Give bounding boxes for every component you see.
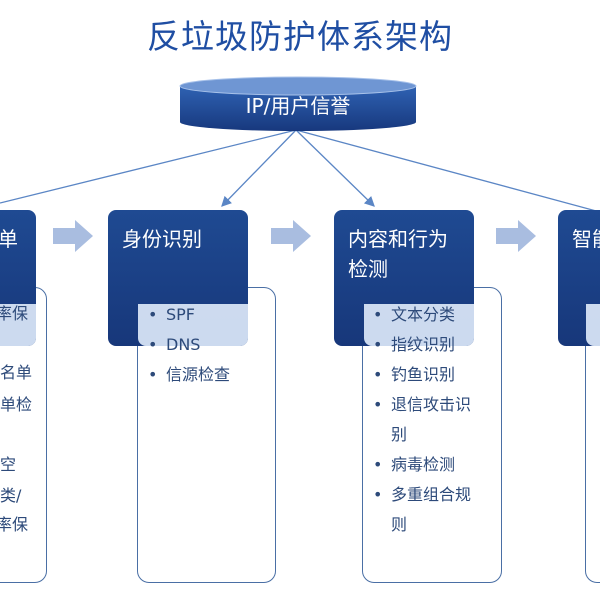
column-3-item-5: 病毒检测 xyxy=(369,450,499,480)
column-1-header-shade xyxy=(0,304,36,346)
column-3-item-3: 钓鱼识别 xyxy=(369,360,499,390)
column-1-fragment-4: 空 xyxy=(0,455,17,474)
column-4-header-text: 智能 xyxy=(572,227,600,251)
column-3-item-6-cont: 则 xyxy=(391,515,408,534)
column-4-header: 智能 xyxy=(558,210,600,346)
flow-arrow-3 xyxy=(496,220,536,252)
flow-arrow-2 xyxy=(271,220,311,252)
column-2-item-2: DNS xyxy=(144,330,272,360)
connector-to-column-2 xyxy=(221,129,297,207)
column-1-fragment-1: 率保 xyxy=(0,304,29,323)
column-3-item-2: 指纹识别 xyxy=(369,330,499,360)
column-4-header-shade xyxy=(586,304,600,346)
diagram-title: 反垃圾防护体系架构 xyxy=(147,17,453,56)
column-2-item-3: 信源检查 xyxy=(144,360,272,390)
column-1-fragment-5: 类/ xyxy=(0,486,22,505)
column-1-header-text: 单 xyxy=(0,227,18,251)
column-1-fragment-3: 单检 xyxy=(0,395,33,414)
column-3-item-6: 多重组合规 xyxy=(369,480,499,510)
column-2-list: SPF DNS 信源检查 xyxy=(144,300,272,390)
connector-to-column-1 xyxy=(0,129,297,204)
column-3-list: 文本分类 指纹识别 钓鱼识别 退信攻击识 别 病毒检测 多重组合规 则 xyxy=(369,300,499,540)
column-3-item-4: 退信攻击识 xyxy=(369,390,499,420)
column-3-header-line-2: 检测 xyxy=(348,257,388,281)
column-1-header: 单 xyxy=(0,210,36,346)
connector-to-column-3 xyxy=(295,129,375,207)
column-1-fragment-6: 率保 xyxy=(0,515,29,534)
top-node-cylinder xyxy=(179,76,417,131)
column-3-item-1: 文本分类 xyxy=(369,300,499,330)
top-node-label: IP/用户信誉 xyxy=(245,94,351,118)
flow-arrow-1 xyxy=(53,220,93,252)
column-1-fragment-2: 名单 xyxy=(0,363,33,382)
column-3-header-line-1: 内容和行为 xyxy=(348,227,448,251)
column-2-item-1: SPF xyxy=(144,300,272,330)
column-2-header-text: 身份识别 xyxy=(122,227,202,251)
connector-to-column-4 xyxy=(295,129,600,213)
column-3-item-4-cont: 别 xyxy=(391,425,408,444)
